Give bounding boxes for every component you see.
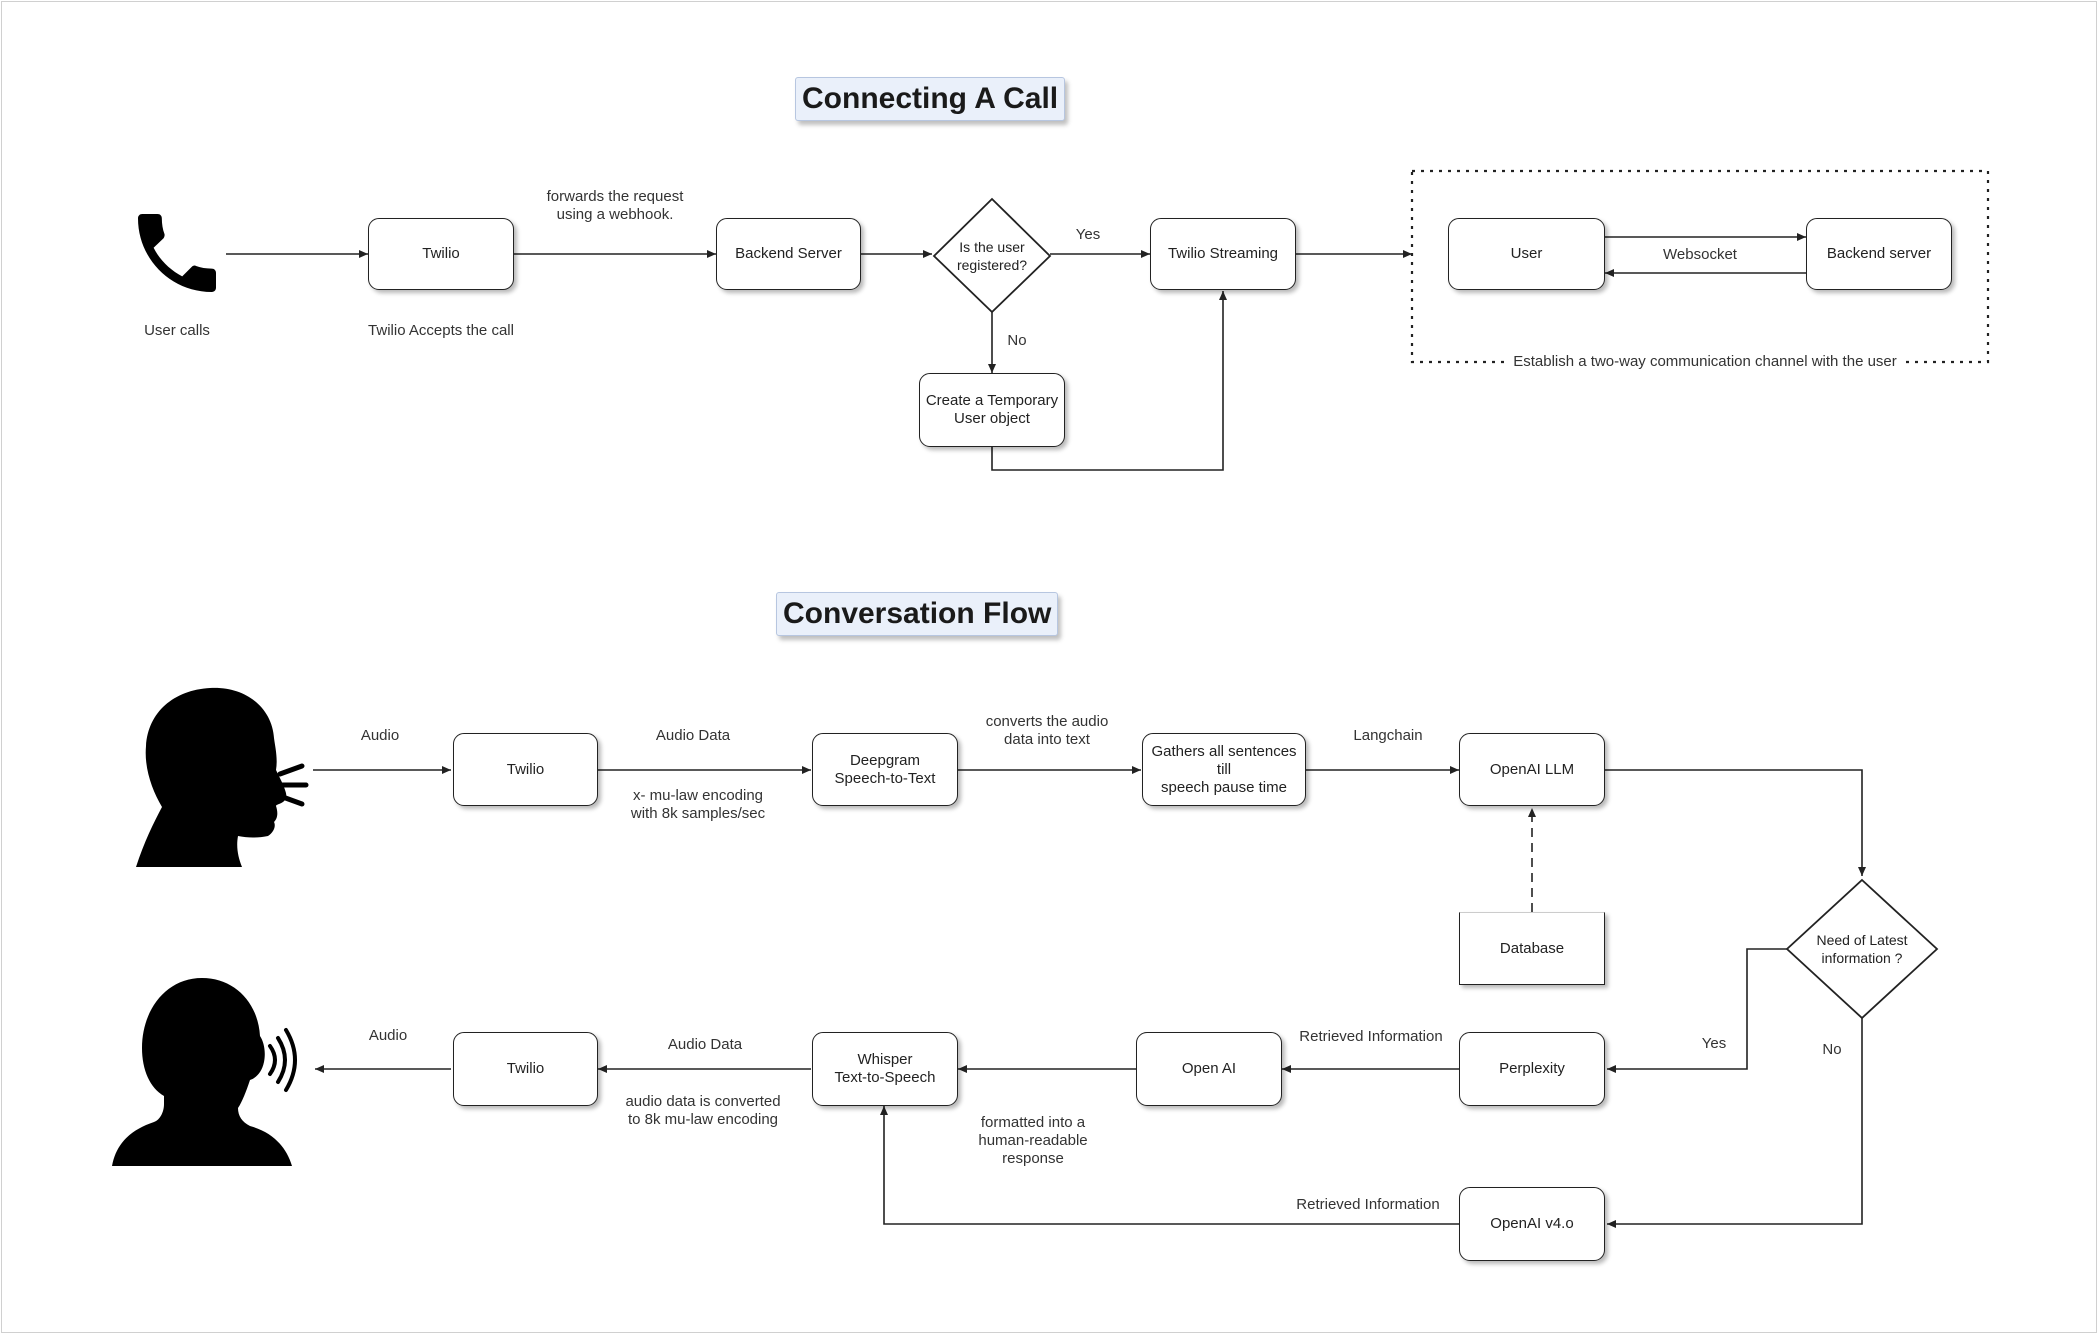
- backend-server-node[interactable]: Backend Server: [716, 218, 861, 290]
- mulaw-out-label: audio data is converted to 8k mu-law enc…: [625, 1093, 781, 1128]
- open-ai-node[interactable]: Open AI: [1136, 1032, 1282, 1106]
- converts-label: converts the audio data into text: [985, 713, 1109, 748]
- decision-registered-shape: [932, 197, 1052, 314]
- yes-label-1: Yes: [1075, 226, 1101, 243]
- audio-out-label: Audio: [368, 1027, 408, 1044]
- forwards-label: forwards the request using a webhook.: [546, 188, 684, 223]
- whisper-node[interactable]: Whisper Text-to-Speech: [812, 1032, 958, 1106]
- twilio-accepts-label: Twilio Accepts the call: [368, 322, 514, 339]
- langchain-label: Langchain: [1353, 727, 1423, 744]
- decision-registered[interactable]: Is the user registered?: [956, 239, 1028, 273]
- twilio-node-out[interactable]: Twilio: [453, 1032, 598, 1106]
- no-label-2: No: [1822, 1041, 1842, 1058]
- mulaw-in-label: x- mu-law encoding with 8k samples/sec: [630, 787, 766, 822]
- no-label-1: No: [1007, 332, 1027, 349]
- retrieved-label-2: Retrieved Information: [1296, 1196, 1440, 1213]
- decision-latest-info-shape: [1785, 878, 1939, 1020]
- arrow-decision-openaiv4: [1607, 1018, 1863, 1228]
- perplexity-node[interactable]: Perplexity: [1459, 1032, 1605, 1106]
- arrow-tempuser-streaming: [991, 291, 1227, 471]
- arrow-llm-decision: [1605, 769, 1866, 876]
- backend-server-node-2[interactable]: Backend server: [1806, 218, 1952, 290]
- section1-title: Connecting A Call: [795, 77, 1066, 121]
- audio-in-label: Audio: [360, 727, 400, 744]
- speaking-head-icon: [136, 687, 309, 867]
- arrow-decision-perplexity: [1607, 948, 1787, 1073]
- decision-diamonds: [932, 197, 1939, 1020]
- retrieved-label-1: Retrieved Information: [1299, 1028, 1443, 1045]
- audio-data-in-label: Audio Data: [655, 727, 731, 744]
- formatted-label: formatted into a human-readable response: [978, 1114, 1088, 1167]
- gathers-node[interactable]: Gathers all sentences till speech pause …: [1142, 733, 1306, 806]
- phone-icon: [138, 214, 216, 292]
- deepgram-node[interactable]: Deepgram Speech-to-Text: [812, 733, 958, 806]
- yes-label-2: Yes: [1701, 1035, 1727, 1052]
- user-calls-label: User calls: [144, 322, 210, 339]
- twilio-node-in[interactable]: Twilio: [453, 733, 598, 806]
- arrow-openaiv4-whisper: [880, 1106, 1459, 1225]
- twilio-node-call[interactable]: Twilio: [368, 218, 514, 290]
- audio-data-out-label: Audio Data: [667, 1036, 743, 1053]
- listening-head-icon: [112, 978, 297, 1166]
- database-node[interactable]: Database: [1459, 912, 1605, 985]
- decision-latest-info[interactable]: Need of Latest information ?: [1816, 932, 1908, 966]
- websocket-label: Websocket: [1663, 246, 1737, 263]
- openai-v4-node[interactable]: OpenAI v4.o: [1459, 1187, 1605, 1261]
- section2-title: Conversation Flow: [776, 592, 1059, 636]
- twilio-streaming-node[interactable]: Twilio Streaming: [1150, 218, 1296, 290]
- openai-llm-node[interactable]: OpenAI LLM: [1459, 733, 1605, 806]
- temp-user-node[interactable]: Create a Temporary User object: [919, 373, 1065, 447]
- user-node[interactable]: User: [1448, 218, 1605, 290]
- establish-label: Establish a two-way communication channe…: [1509, 353, 1901, 371]
